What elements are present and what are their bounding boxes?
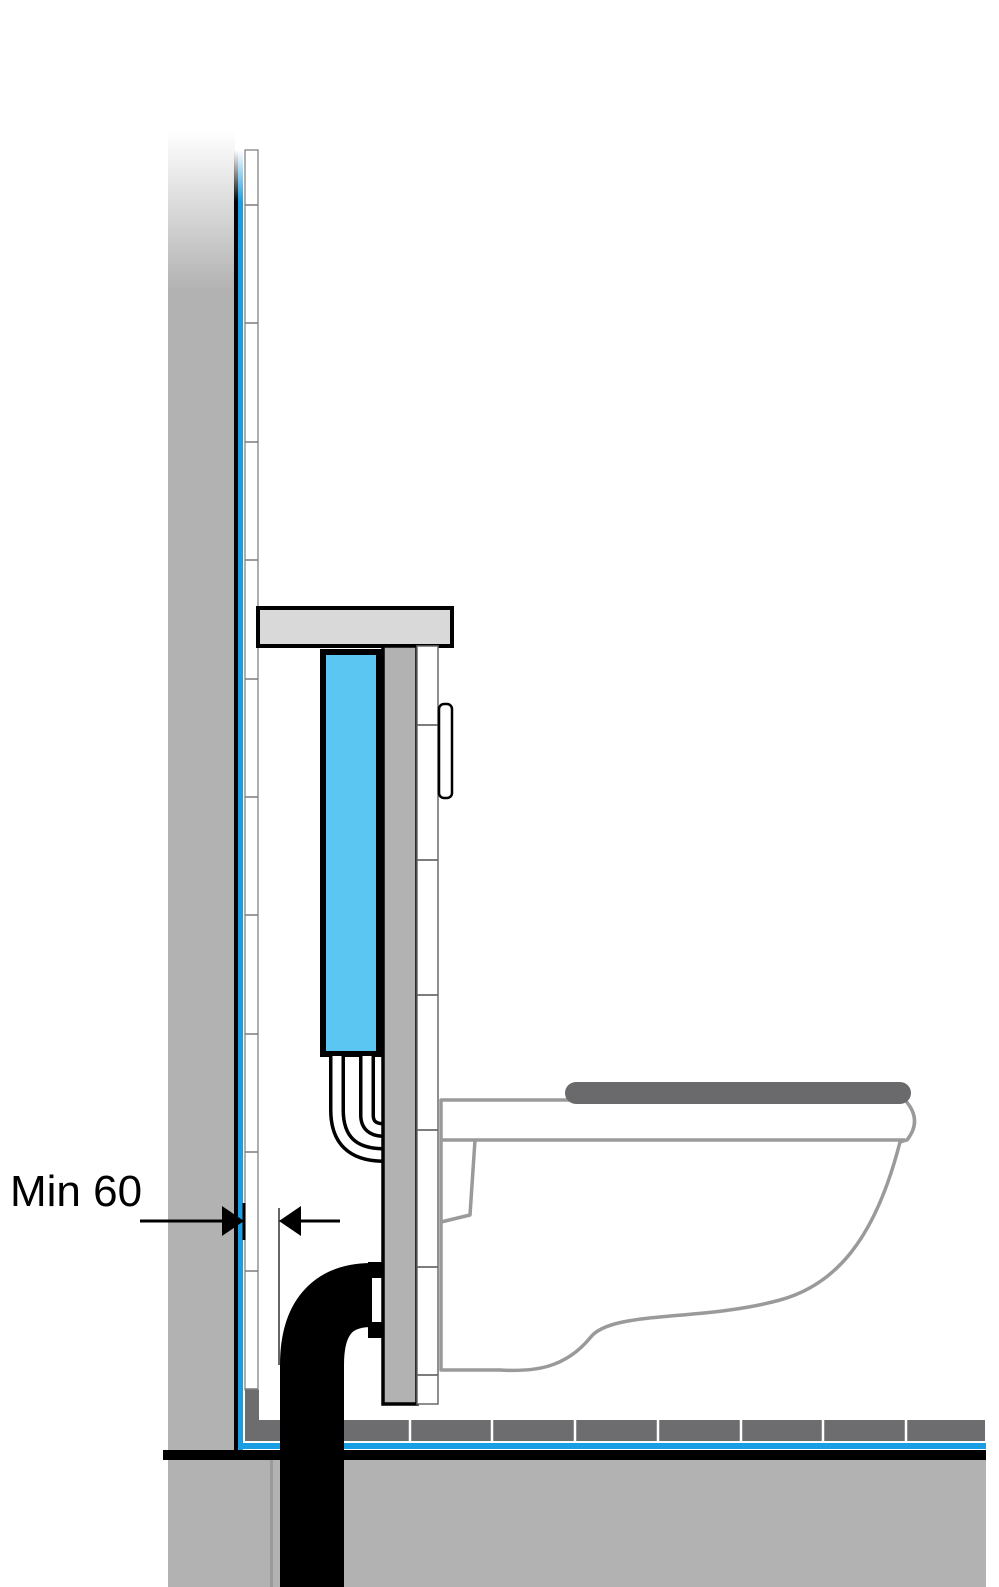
wall-tiles — [244, 149, 259, 1391]
wc-seat — [565, 1082, 911, 1104]
drain-pipe — [280, 1262, 383, 1587]
wall-membrane — [238, 150, 243, 1450]
frame-top-cap — [256, 606, 454, 648]
frame-board — [381, 644, 419, 1406]
floor-surface-line — [163, 1450, 986, 1460]
slab-joint — [270, 1460, 273, 1587]
flush-connection — [329, 1056, 385, 1163]
wc-bowl — [439, 1098, 917, 1373]
frame-tiles — [416, 645, 439, 1405]
floor-tiles — [245, 1390, 985, 1442]
arrow-left-icon — [279, 1206, 340, 1236]
cistern — [320, 649, 382, 1057]
floor-membrane — [238, 1441, 986, 1449]
wall-surface-line — [234, 150, 238, 1452]
arrow-right-icon — [140, 1203, 246, 1240]
dimension-label: Min 60 — [10, 1167, 142, 1216]
flush-button-plate — [437, 702, 454, 800]
